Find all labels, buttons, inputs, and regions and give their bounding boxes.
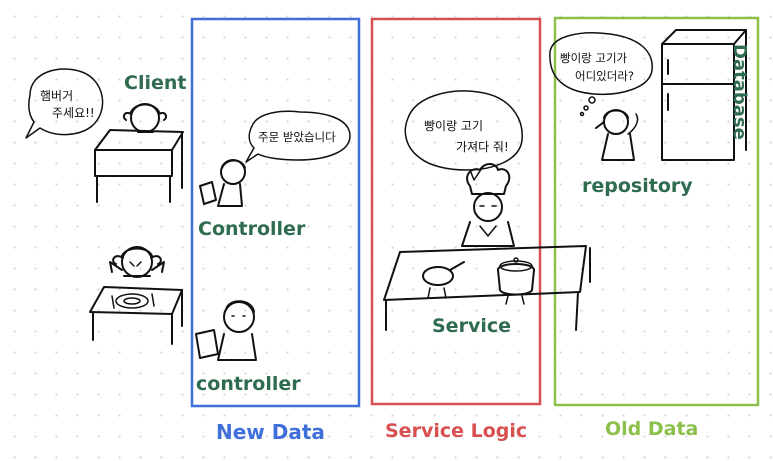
service-speech-bubble: 빵이랑 고기 가져다 줘! bbox=[404, 90, 523, 181]
refrigerator-icon bbox=[661, 29, 747, 161]
controller-speech-bubble: 주문 받았습니다 bbox=[245, 110, 351, 163]
new-data-label: New Data bbox=[216, 420, 325, 444]
client-speech-bubble: 햄버거 주세요!! bbox=[25, 68, 104, 139]
service-speech-line-2: 가져다 줘! bbox=[456, 140, 509, 154]
controller-label-top: Controller bbox=[198, 218, 306, 240]
repository-label: repository bbox=[582, 175, 693, 197]
client-speech-line-1: 햄버거 bbox=[40, 89, 73, 103]
service-logic-label: Service Logic bbox=[385, 420, 527, 442]
repository-thought-line-2: 어디있더라? bbox=[575, 69, 634, 83]
repository-person bbox=[595, 109, 639, 161]
service-speech-line-1: 빵이랑 고기 bbox=[424, 119, 483, 133]
frying-pan bbox=[422, 261, 465, 299]
client-speech-line-2: 주세요!! bbox=[52, 106, 95, 120]
database-label: Database bbox=[729, 44, 750, 140]
service-label: Service bbox=[432, 315, 511, 337]
old-data-label: Old Data bbox=[605, 418, 698, 440]
controller-person-bottom bbox=[195, 300, 257, 361]
controller-label-bottom: controller bbox=[196, 373, 301, 395]
controller-person-top bbox=[199, 159, 246, 207]
controller-speech-text: 주문 받았습니다 bbox=[258, 130, 336, 144]
old-data-box bbox=[553, 16, 760, 407]
chef-figure bbox=[461, 163, 515, 247]
client-person-eating bbox=[89, 246, 183, 345]
client-person-at-table bbox=[94, 103, 184, 203]
service-logic-box bbox=[370, 17, 542, 406]
repository-thought-line-1: 빵이랑 고기가 bbox=[560, 51, 628, 65]
new-data-box bbox=[190, 17, 361, 408]
cooking-pot bbox=[497, 257, 535, 305]
repository-thought-bubble: 빵이랑 고기가 어디있더라? bbox=[549, 32, 653, 117]
client-label: Client bbox=[124, 72, 186, 94]
